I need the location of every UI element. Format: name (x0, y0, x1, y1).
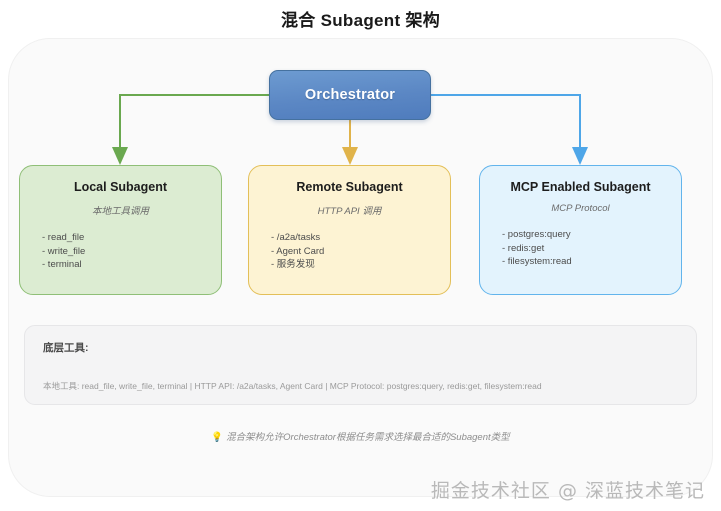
tools-panel-heading: 底层工具: (43, 342, 89, 354)
list-item: - read_file (42, 232, 85, 243)
orchestrator-node[interactable]: Orchestrator (269, 70, 431, 120)
card-subtitle: MCP Protocol (551, 203, 610, 214)
underlying-tools-panel: 底层工具: 本地工具: read_file, write_file, termi… (24, 325, 697, 405)
card-item-list: - /a2a/tasks - Agent Card - 服务发现 (249, 231, 450, 272)
card-item-list: - postgres:query - redis:get - filesyste… (480, 228, 681, 269)
card-remote-subagent[interactable]: Remote Subagent HTTP API 调用 - /a2a/tasks… (248, 165, 451, 295)
watermark: 掘金技术社区 @ 深蓝技术笔记 (430, 480, 705, 502)
list-item: - postgres:query (502, 229, 571, 240)
lightbulb-icon: 💡 (211, 432, 224, 443)
card-mcp-subagent[interactable]: MCP Enabled Subagent MCP Protocol - post… (479, 165, 682, 295)
list-item: - redis:get (502, 242, 545, 254)
list-item: - write_file (42, 245, 86, 257)
card-title: Remote Subagent (296, 180, 403, 194)
card-item-list: - read_file - write_file - terminal (20, 231, 221, 272)
card-title: MCP Enabled Subagent (510, 180, 651, 194)
card-title: Local Subagent (73, 180, 168, 194)
footer-note-text: 混合架构允许Orchestrator根据任务需求选择最合适的Subagent类型 (226, 432, 510, 443)
footer-note: 💡混合架构允许Orchestrator根据任务需求选择最合适的Subagent类… (0, 429, 721, 443)
card-subtitle: HTTP API 调用 (317, 206, 382, 217)
list-item: - 服务发现 (271, 259, 315, 270)
list-item: - filesystem:read (502, 256, 572, 267)
tools-panel-detail: 本地工具: read_file, write_file, terminal | … (43, 381, 542, 391)
orchestrator-label: Orchestrator (304, 87, 396, 103)
card-local-subagent[interactable]: Local Subagent 本地工具调用 - read_file - writ… (19, 165, 222, 295)
list-item: - Agent Card (271, 245, 325, 257)
page-title: 混合 Subagent 架构 (280, 11, 441, 30)
list-item: - /a2a/tasks (271, 232, 321, 243)
list-item: - terminal (42, 259, 82, 270)
card-subtitle: 本地工具调用 (91, 206, 149, 217)
